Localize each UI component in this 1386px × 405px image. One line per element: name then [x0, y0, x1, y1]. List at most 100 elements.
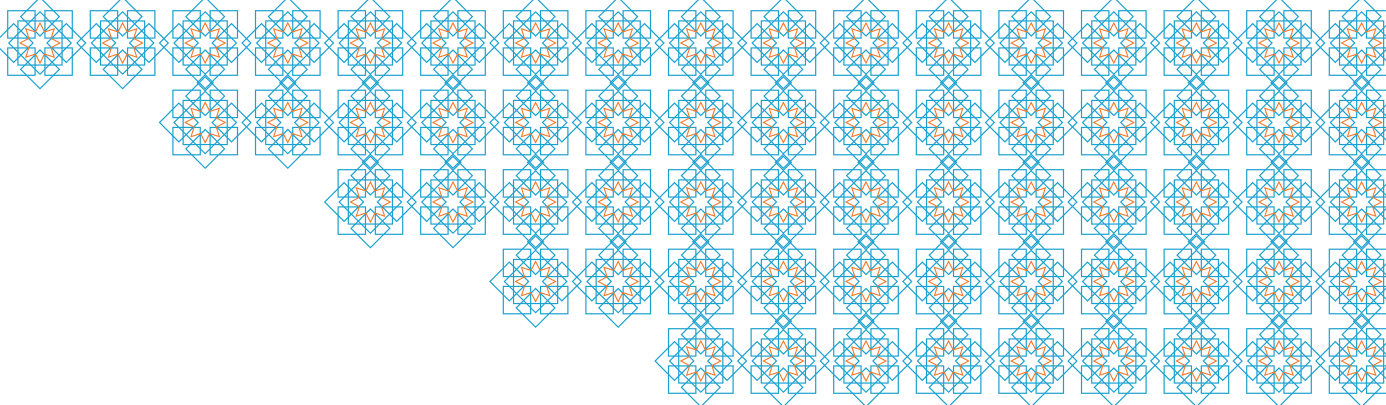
rosette-r1-c7 [489, 0, 583, 90]
outer-square [1283, 248, 1312, 278]
outer-square [787, 365, 817, 394]
outer-square [420, 10, 449, 39]
outer-square [292, 47, 321, 76]
outer-square [1118, 365, 1147, 394]
outer-square [1035, 169, 1065, 198]
rosette-r2-c17 [1315, 75, 1386, 170]
outer-square [750, 10, 780, 39]
rosette-r3-c17 [1315, 155, 1386, 249]
star-square [1329, 10, 1386, 76]
inner-star [1175, 180, 1218, 224]
outer-square [1037, 22, 1078, 64]
connector-diamond [939, 73, 958, 92]
outer-square [870, 328, 899, 357]
outer-square [667, 169, 697, 198]
star-square [338, 90, 403, 155]
star-square [512, 20, 559, 66]
outer-square [1176, 155, 1217, 196]
outer-square [598, 128, 639, 170]
outer-square [680, 314, 721, 355]
outer-square [598, 234, 639, 276]
outer-square [374, 47, 404, 76]
rosette-r5-c17 [1315, 314, 1386, 405]
outer-square [185, 49, 226, 90]
outer-square [1246, 47, 1275, 76]
connector-diamond [1104, 312, 1123, 331]
outer-square [292, 10, 321, 39]
star-square [1173, 258, 1220, 305]
outer-square [902, 102, 943, 143]
rosette-r2-c7 [489, 75, 583, 170]
outer-square [1118, 169, 1147, 198]
star-square [999, 90, 1064, 155]
outer-square [1163, 89, 1193, 119]
outer-square [705, 89, 734, 119]
outer-square [406, 22, 447, 64]
outer-square [457, 10, 486, 39]
outer-square [102, 49, 143, 90]
outer-square [952, 47, 982, 76]
inner-star [1340, 260, 1383, 303]
star-square [1256, 20, 1302, 66]
outer-square [502, 126, 532, 156]
connector-diamond [857, 153, 875, 172]
outer-square [489, 181, 530, 223]
outer-square [585, 10, 614, 39]
rosette-r3-c8 [571, 155, 665, 249]
outer-square [1283, 365, 1312, 394]
connector-diamond [1187, 312, 1206, 331]
outer-square [763, 367, 804, 405]
outer-square [1163, 10, 1193, 39]
outer-square [1163, 365, 1193, 394]
outer-square [1258, 367, 1300, 405]
rosette-r1-c10 [736, 0, 830, 90]
star-square [1091, 99, 1137, 146]
outer-square [915, 89, 945, 119]
outer-square [515, 287, 556, 329]
rosette-r1-c2 [76, 0, 170, 90]
outer-square [7, 47, 36, 76]
outer-square [870, 10, 899, 39]
outer-square [1258, 208, 1300, 249]
outer-square [1080, 285, 1110, 315]
inner-star [844, 260, 888, 303]
outer-square [706, 340, 748, 382]
outer-square [323, 102, 365, 143]
rosette-r1-c16 [1232, 0, 1326, 90]
connector-diamond [691, 232, 710, 251]
outer-square [1246, 126, 1275, 156]
rosette-r3-c6 [406, 155, 500, 249]
star-square [760, 179, 807, 225]
inner-star [927, 180, 970, 224]
rosette-r1-c1 [0, 0, 87, 90]
outer-square [1365, 89, 1386, 119]
rosette-r3-c16 [1232, 155, 1326, 249]
outer-square [1328, 126, 1358, 156]
outer-square [254, 10, 284, 39]
outer-square [833, 248, 862, 278]
outer-square [267, 128, 308, 170]
outer-square [376, 102, 417, 143]
star-square [925, 258, 972, 305]
connector-diamond [361, 73, 380, 92]
outer-square [1283, 47, 1312, 76]
outer-square [1328, 248, 1358, 278]
outer-square [1067, 102, 1108, 143]
rosette-r1-c6 [406, 0, 500, 90]
connector-diamond [939, 153, 958, 172]
outer-square [1200, 285, 1230, 315]
outer-square [787, 169, 817, 198]
outer-square [350, 128, 391, 170]
rosette-r3-c7 [489, 155, 583, 249]
rosette-r4-c13 [984, 234, 1078, 329]
rosette-r2-c5 [323, 75, 417, 170]
outer-square [928, 314, 969, 355]
inner-star [1009, 180, 1053, 224]
rosette-r4-c17 [1315, 234, 1386, 329]
outer-square [1118, 47, 1147, 76]
outer-square [1285, 22, 1326, 64]
outer-square [952, 328, 982, 357]
outer-square [515, 208, 556, 249]
inner-star [1092, 339, 1136, 383]
outer-square [787, 285, 817, 315]
